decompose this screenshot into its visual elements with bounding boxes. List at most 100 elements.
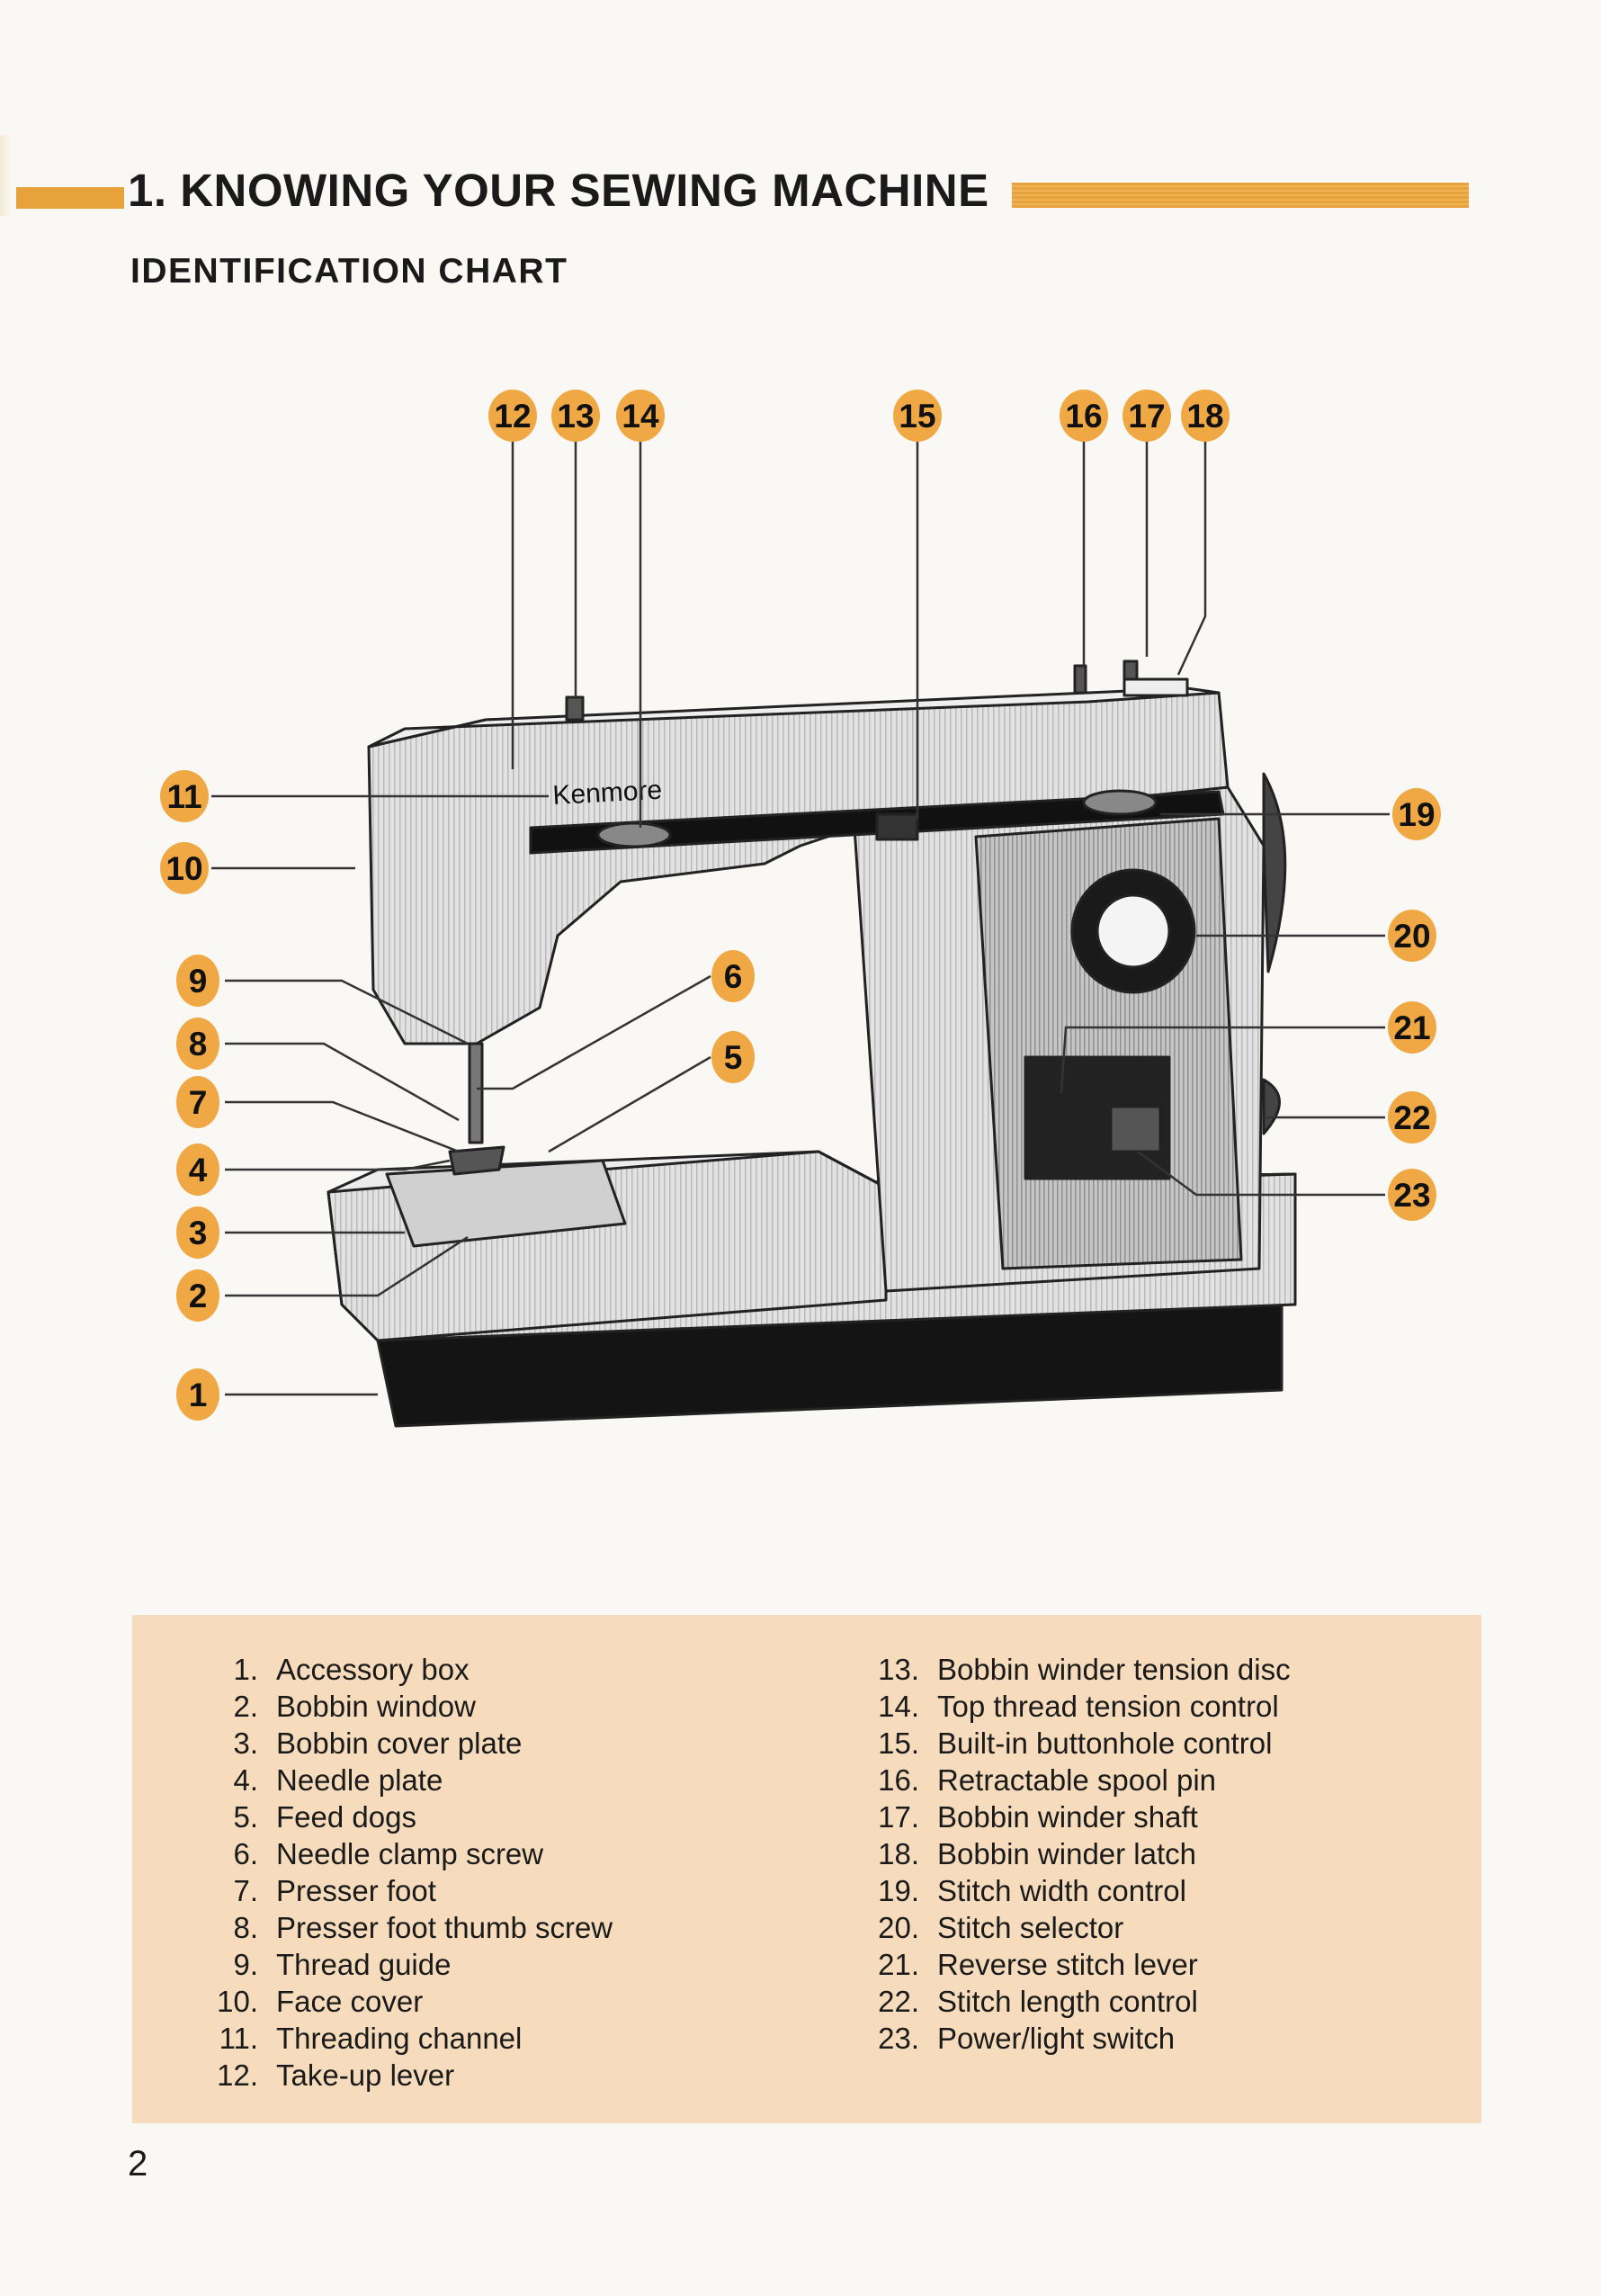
part-number: 22. (878, 1985, 919, 2018)
callout-badge-circle (616, 390, 665, 442)
part-number: 19. (878, 1874, 919, 1907)
callout-number: 9 (189, 963, 208, 1000)
parts-list-item: 1.Accessory box (186, 1651, 613, 1688)
part-label: Bobbin winder shaft (937, 1800, 1198, 1834)
callout-badge: 1 (176, 1368, 219, 1421)
parts-list-item: 9.Thread guide (186, 1946, 613, 1983)
section-subtitle: IDENTIFICATION CHART (130, 252, 568, 291)
callout-leader-line (1176, 439, 1207, 676)
callout-badge: 13 (551, 390, 600, 442)
callout-badge-circle (176, 1206, 219, 1259)
callout-badge: 16 (1060, 390, 1108, 442)
callout-badge: 15 (893, 390, 942, 442)
callout-leader-line (225, 1042, 460, 1122)
parts-list-item: 23. Power/light switch (847, 2020, 1291, 2057)
brand-logo-text: Kenmore (552, 776, 663, 811)
callout-badge: 21 (1388, 1001, 1436, 1054)
parts-list-item: 3.Bobbin cover plate (186, 1725, 613, 1762)
callout-badge: 19 (1392, 788, 1441, 840)
part-label: Bobbin window (276, 1690, 476, 1723)
callout-badge-circle (176, 1076, 219, 1128)
part-number: 21. (878, 1948, 919, 1981)
part-number: 23. (878, 2022, 919, 2055)
callout-badge: 9 (176, 955, 219, 1007)
callout-leader-line (548, 1055, 711, 1153)
parts-list-item: 15. Built-in buttonhole control (847, 1725, 1291, 1762)
parts-list-item: 17.Bobbin winder shaft (847, 1798, 1291, 1835)
callout-badge-circle (1388, 1001, 1436, 1054)
parts-list-item: 19.Stitch width control (847, 1872, 1291, 1909)
part-label: Presser foot (276, 1874, 436, 1907)
callout-badge-circle (711, 950, 755, 1002)
parts-list-item: 20. Stitch selector (847, 1909, 1291, 1946)
parts-list-item: 16.Retractable spool pin (847, 1762, 1291, 1798)
part-label: Needle clamp screw (276, 1837, 544, 1870)
parts-list-item: 11. Threading channel (186, 2020, 613, 2057)
callout-number: 2 (189, 1278, 208, 1314)
callout-badge-circle (176, 1018, 219, 1070)
part-number: 15. (878, 1726, 919, 1760)
callout-badge-circle (176, 1269, 219, 1322)
callout-leader-line (225, 1235, 469, 1297)
callout-number: 16 (1065, 398, 1102, 435)
part-number: 11. (219, 2022, 258, 2055)
part-label: Power/light switch (937, 2022, 1176, 2055)
part-label: Stitch selector (937, 1911, 1124, 1944)
title-accent-bar-right (1012, 183, 1469, 208)
page-title: 1. KNOWING YOUR SEWING MACHINE (128, 165, 989, 216)
sewing-machine-illustration (326, 659, 1297, 1428)
part-label: Bobbin winder latch (937, 1837, 1197, 1870)
callout-badge-circle (160, 770, 209, 822)
parts-list-item: 5.Feed dogs (186, 1798, 613, 1835)
callout-number: 8 (189, 1026, 208, 1063)
parts-list-item: 18. Bobbin winder latch (847, 1835, 1291, 1872)
callout-number: 5 (724, 1039, 743, 1076)
callout-number: 23 (1393, 1177, 1430, 1214)
page-number: 2 (128, 2144, 148, 2184)
part-number: 2. (233, 1690, 258, 1723)
callout-badge: 20 (1388, 910, 1436, 962)
callout-badge-circle (1388, 1091, 1436, 1144)
callout-badge: 12 (488, 390, 537, 442)
page-edge-shadow (0, 135, 13, 216)
callout-badge: 18 (1181, 390, 1230, 442)
part-label: Built-in buttonhole control (937, 1726, 1273, 1760)
callout-badge: 4 (176, 1144, 219, 1196)
callout-number: 6 (724, 958, 743, 995)
callout-badge-circle (488, 390, 537, 442)
callout-badge-circle (893, 390, 942, 442)
part-number: 4. (233, 1763, 258, 1797)
part-number: 8. (233, 1911, 258, 1944)
callout-number: 12 (494, 398, 531, 435)
title-accent-bar-left (16, 187, 124, 209)
part-number: 20. (878, 1911, 919, 1944)
part-label: Take-up lever (276, 2058, 455, 2092)
part-number: 18. (878, 1837, 919, 1870)
part-number: 5. (233, 1800, 258, 1834)
part-label: Threading channel (276, 2022, 523, 2055)
parts-list-item: 6.Needle clamp screw (186, 1835, 613, 1872)
parts-list-item: 7. Presser foot (186, 1872, 613, 1909)
part-number: 10. (217, 1985, 258, 2018)
callout-badge: 23 (1388, 1169, 1436, 1221)
callout-number: 7 (189, 1084, 208, 1121)
callout-badge: 22 (1388, 1091, 1436, 1144)
callout-badge: 5 (711, 1031, 755, 1083)
part-number: 7. (233, 1874, 258, 1907)
part-label: Stitch length control (937, 1985, 1198, 2018)
callout-number: 14 (622, 398, 659, 435)
callout-badge: 8 (176, 1018, 219, 1070)
callout-badge-circle (551, 390, 600, 442)
callout-badge: 17 (1122, 390, 1171, 442)
callout-badge-circle (711, 1031, 755, 1083)
callout-leader-line (477, 974, 711, 1090)
callout-leader-line (225, 979, 469, 1045)
parts-list-item: 2. Bobbin window (186, 1688, 613, 1725)
callout-number: 3 (189, 1215, 208, 1251)
parts-list-item: 12.Take-up lever (186, 2057, 613, 2094)
callout-badge: 2 (176, 1269, 219, 1322)
callout-number: 4 (189, 1152, 208, 1188)
part-label: Thread guide (276, 1948, 452, 1981)
